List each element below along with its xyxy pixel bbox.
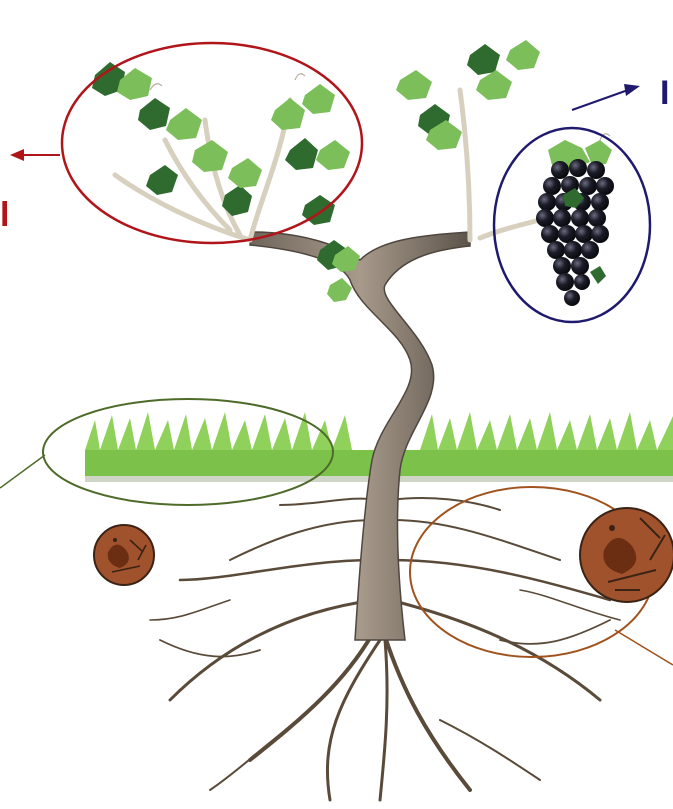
soil-badge-icon [94,525,154,585]
leaf-callout-label-fragment: l [0,198,9,232]
soil-badge-icon [580,508,673,602]
grape-bunch-icon [536,140,614,306]
leaf-cluster-icon [92,40,610,302]
fruit-callout-label-fragment: I [660,76,669,110]
